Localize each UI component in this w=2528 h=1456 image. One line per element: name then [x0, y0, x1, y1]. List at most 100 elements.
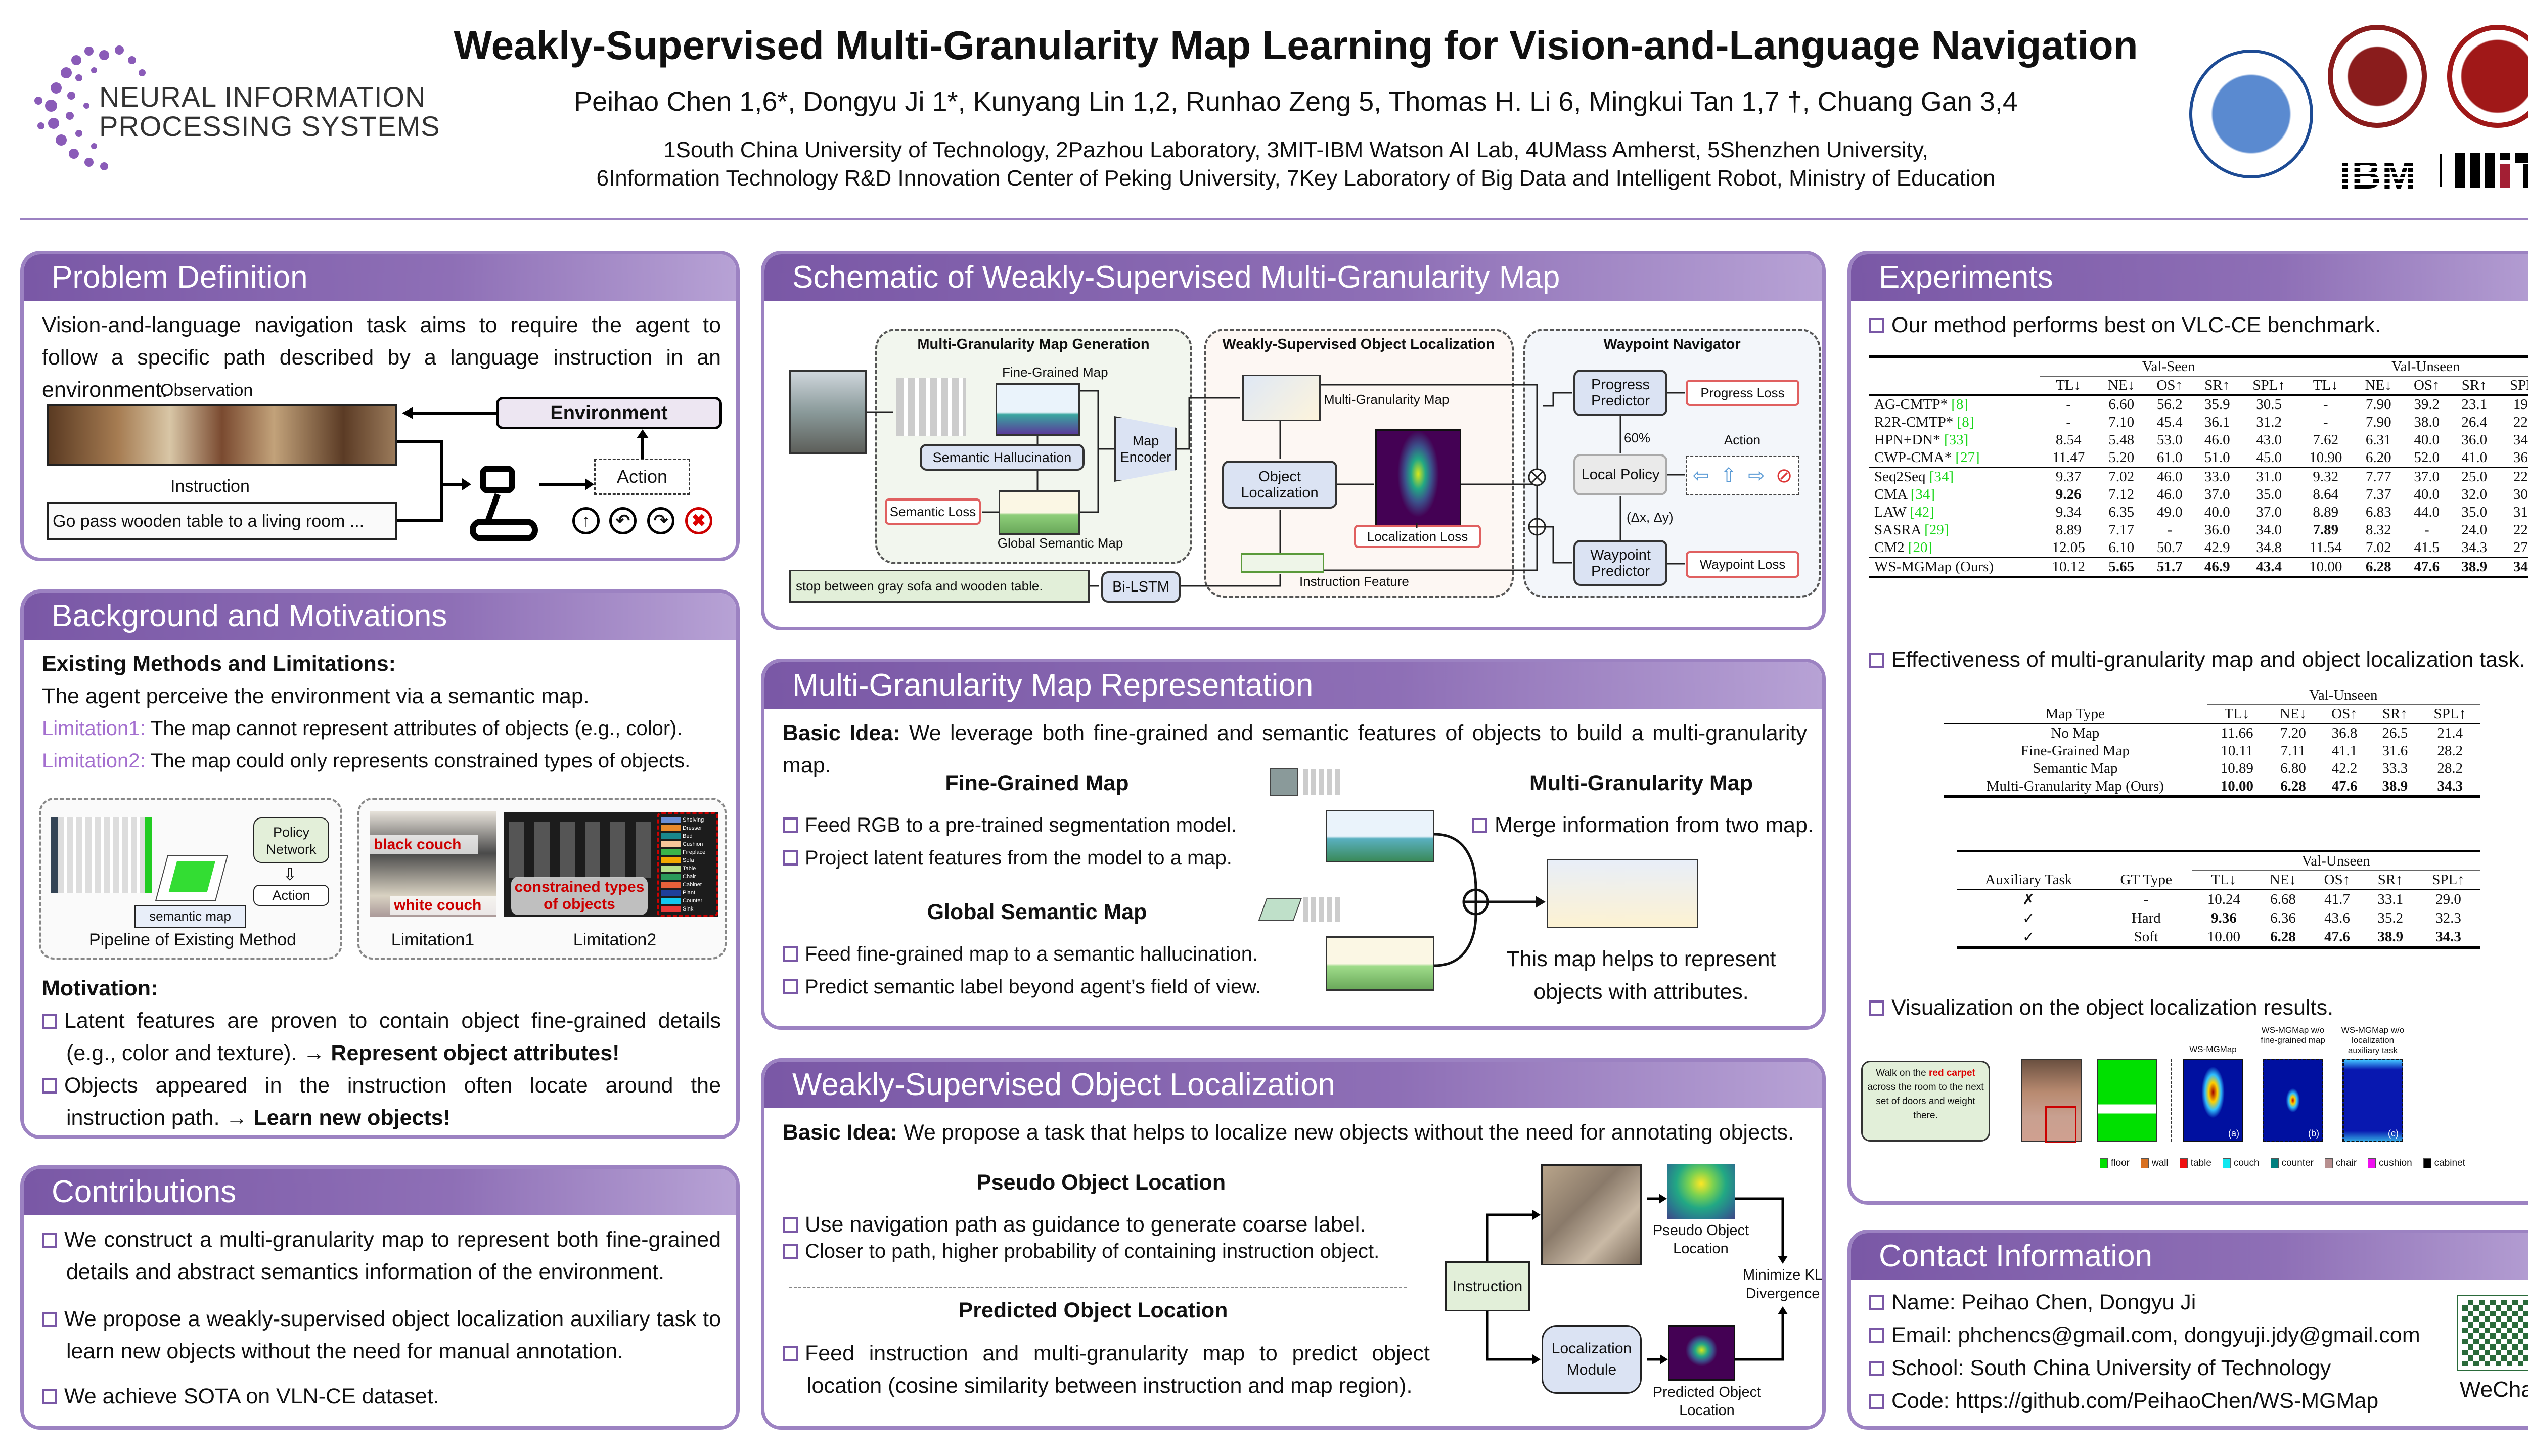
mgmap-panel: Multi-Granularity Map Representation Bas…: [761, 659, 1826, 1030]
metric-header: SR↑: [2364, 870, 2417, 890]
legend-item: Shelving: [661, 816, 714, 824]
legend-label: floor: [2111, 1158, 2130, 1168]
pseudo-item: Closer to path, higher probability of co…: [783, 1241, 1430, 1261]
scut-logo: [2189, 50, 2313, 178]
contact-email[interactable]: Email: phchencs@gmail.com, dongyuji.jdy@…: [1869, 1319, 2528, 1351]
citation-ref[interactable]: [33]: [1944, 432, 1969, 448]
table-cell: [1869, 357, 2040, 377]
affiliations-line-2: 6Information Technology R&D Innovation C…: [596, 166, 1996, 191]
map-type: Semantic Map: [2033, 760, 2118, 777]
table-cell: 7.77: [2365, 469, 2391, 485]
email-link[interactable]: Email: phchencs@gmail.com, dongyuji.jdy@…: [1891, 1323, 2420, 1347]
panel-title: Multi-Granularity Map Representation: [764, 662, 1822, 709]
table-cell: 7.37: [2365, 486, 2391, 503]
table-cell: -: [2066, 414, 2071, 430]
problem-text: Vision-and-language navigation task aims…: [42, 313, 721, 402]
policy-network-box: Policy Network: [253, 817, 329, 863]
umass-logo: [2328, 25, 2427, 128]
metric-header: TL↓: [2206, 704, 2268, 724]
legend-item: couch: [2222, 1158, 2260, 1169]
gt-type: Hard: [2131, 910, 2161, 926]
metric-header: SPL↑: [2420, 704, 2480, 724]
table-cell: 41.1: [2331, 743, 2358, 759]
citation-ref[interactable]: [42]: [1910, 504, 1934, 520]
move-left-icon: ⇦: [1692, 464, 1710, 487]
motivation-2-bold: Learn new objects!: [253, 1106, 450, 1130]
group-header: Val-Unseen: [2301, 853, 2370, 869]
method-name: AG-CMTP* [8]: [1874, 396, 1969, 413]
table-cell: 6.36: [2270, 910, 2296, 926]
legend-swatch: [2100, 1158, 2108, 1168]
checkbox-icon: [42, 1233, 57, 1248]
checkbox-icon: [42, 1014, 57, 1029]
table-cell: 10.24: [2207, 891, 2240, 907]
legend-item: Sink: [661, 905, 714, 913]
checkbox-icon: [42, 1078, 57, 1094]
basic-idea-label: Basic Idea:: [783, 1120, 898, 1145]
motivation-2-text: Objects appeared in the instruction ofte…: [64, 1073, 721, 1130]
class-legend: Shelving Dresser Bed Cushion Fireplace S…: [657, 812, 718, 917]
checkbox-icon: [42, 1389, 57, 1404]
table-cell: 29.0: [2435, 891, 2461, 907]
pred-item: Feed instruction and multi-granularity m…: [783, 1337, 1430, 1402]
citation-ref[interactable]: [29]: [1924, 522, 1949, 538]
citation-ref[interactable]: [20]: [1908, 539, 1933, 556]
cnn-icon: [51, 817, 152, 893]
table-cell: 31.6: [2382, 743, 2408, 759]
poster-title: Weakly-Supervised Multi-Granularity Map …: [454, 23, 2138, 68]
semantic-loss-box: Semantic Loss: [885, 498, 981, 525]
legend-item: Cabinet: [661, 881, 714, 889]
action-box: Action: [594, 459, 690, 495]
limitation2-caption: Limitation2: [573, 930, 657, 949]
citation-ref[interactable]: [8]: [1951, 396, 1969, 413]
module-label-1: Localization: [1551, 1340, 1632, 1357]
checkbox-icon: [1869, 653, 1884, 668]
table-cell: 23.1: [2461, 396, 2488, 413]
legend-label: cushion: [2379, 1158, 2412, 1168]
code-link[interactable]: Code: https://github.com/PeihaoChen/WS-M…: [1891, 1389, 2379, 1413]
table-cell: 8.89: [2055, 522, 2082, 538]
aux-flag: ✗: [2022, 892, 2035, 908]
table-cell: -: [2066, 396, 2071, 413]
global-semantic-map-cube: [999, 490, 1080, 535]
table-cell: 11.54: [2309, 539, 2342, 556]
basic-idea: Basic Idea: We propose a task that helps…: [783, 1116, 1807, 1149]
contact-code[interactable]: Code: https://github.com/PeihaoChen/WS-M…: [1869, 1385, 2528, 1417]
black-couch-label: black couch: [370, 835, 478, 854]
arrow-up-icon: ↑: [572, 507, 600, 534]
citation-ref[interactable]: [34]: [1929, 469, 1954, 485]
pred-heading: Predicted Object Location: [958, 1298, 1228, 1323]
citation-ref[interactable]: [34]: [1910, 486, 1935, 503]
pseudo-label-2: Location: [1673, 1241, 1729, 1257]
table-cell: -: [2323, 414, 2328, 430]
instruction-text-box: stop between gray sofa and wooden table.: [789, 570, 1090, 603]
mg-heading: Multi-Granularity Map: [1529, 771, 1753, 795]
mg-item-text: Merge information from two map.: [1495, 813, 1814, 837]
checkbox-icon: [1869, 318, 1884, 333]
legend-label: couch: [2233, 1158, 2260, 1168]
pseudo-label-1: Pseudo Object: [1652, 1222, 1749, 1239]
table-cell: 36.0: [2513, 449, 2528, 466]
pseudo-item: Use navigation path as guidance to gener…: [783, 1208, 1430, 1241]
citation-ref[interactable]: [8]: [1957, 414, 1974, 430]
checkbox-icon: [783, 850, 798, 866]
checkbox-icon: [783, 817, 798, 833]
experiment-item-2: Effectiveness of multi-granularity map a…: [1869, 644, 2528, 676]
checkbox-icon: [1472, 818, 1487, 833]
col-b-label: WS-MGMap w/o fine-grained map: [2261, 1025, 2325, 1045]
citation-ref[interactable]: [27]: [1955, 449, 1980, 466]
heatmap-b: [2263, 1059, 2323, 1142]
metric-header: SPL↑: [2498, 376, 2528, 395]
table-cell: 34.3: [2461, 539, 2488, 556]
pred-label-2: Location: [1679, 1402, 1735, 1419]
cnn-thumb: [1303, 769, 1343, 795]
mg-note-2: objects with attributes.: [1533, 980, 1749, 1004]
contribution-text: We construct a multi-granularity map to …: [64, 1227, 721, 1284]
